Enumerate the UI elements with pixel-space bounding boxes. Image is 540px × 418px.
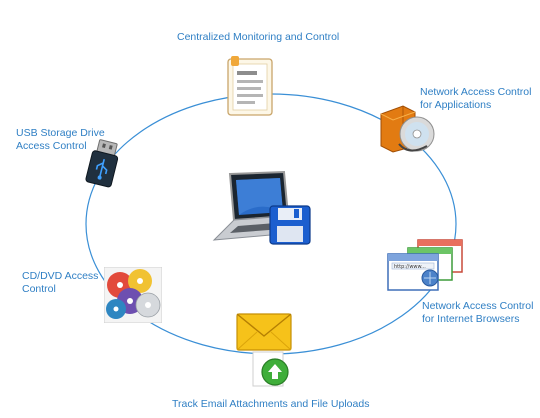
document-list-icon bbox=[225, 56, 275, 123]
usb-drive-icon bbox=[85, 139, 121, 194]
browser-windows-icon: http://www... bbox=[384, 236, 466, 299]
node-label-browsers: Network Access Control for Internet Brow… bbox=[422, 300, 534, 325]
node-label-monitoring: Centralized Monitoring and Control bbox=[177, 31, 340, 43]
laptop-save-icon bbox=[210, 170, 315, 253]
cd-dvd-discs-icon bbox=[103, 266, 163, 328]
node-label-cddvd: CD/DVD Access Control bbox=[22, 270, 99, 295]
software-box-cd-icon bbox=[375, 100, 439, 161]
svg-text:http://www...: http://www... bbox=[394, 264, 426, 270]
node-label-apps: Network Access Control for Applications bbox=[420, 86, 532, 111]
envelope-upload-icon bbox=[235, 312, 301, 395]
node-label-usb: USB Storage Drive Access Control bbox=[16, 127, 105, 152]
node-label-email: Track Email Attachments and File Uploads bbox=[172, 398, 370, 410]
